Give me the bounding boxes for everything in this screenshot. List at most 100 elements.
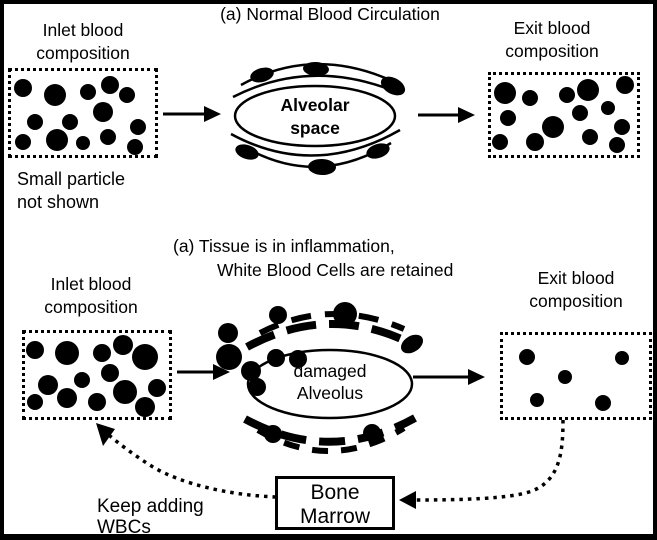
capillary-arc: [230, 128, 401, 157]
blood-cell-dot: [559, 87, 575, 103]
feedback-arrow-head: [399, 491, 416, 509]
normal-circulation-title: (a) Normal Blood Circulation: [220, 4, 440, 24]
blood-cell-dot: [264, 425, 282, 443]
blood-cell-dot: [615, 351, 629, 365]
inflammation-title-line2: White Blood Cells are retained: [217, 260, 454, 280]
blood-cell-dot: [148, 379, 166, 397]
retained-white-blood-cells: [216, 302, 424, 443]
blood-cell-dot: [113, 380, 137, 404]
blood-cell-dot: [269, 306, 287, 324]
flow-arrow-head: [204, 106, 221, 122]
blood-cell-dot: [609, 137, 625, 153]
blood-cell-dot: [366, 143, 390, 159]
blood-cell-dot: [582, 129, 598, 145]
bone-marrow-label-line1: Bone: [310, 481, 360, 504]
blood-cell-dot: [530, 393, 544, 407]
blood-cell-dot: [218, 323, 238, 343]
blood-cell-dot: [93, 344, 111, 362]
top-exit-label-line2: composition: [505, 41, 599, 61]
bone-marrow-label-line2: Marrow: [299, 505, 370, 528]
blood-cell-dot: [119, 87, 135, 103]
top-inlet-label-line2: composition: [36, 43, 130, 63]
broken-wall-arc: [243, 414, 417, 446]
blood-cell-dot: [44, 84, 66, 106]
blood-cell-dot: [14, 79, 32, 97]
flow-arrow-head: [468, 369, 485, 385]
damaged-capillary-walls: [243, 310, 417, 454]
blood-cell-dot: [46, 129, 68, 151]
blood-cell-dot: [88, 393, 106, 411]
blood-cell-dot: [616, 76, 634, 94]
top-exit-composition-box: [488, 72, 640, 158]
blood-cell-dot: [27, 114, 43, 130]
blood-cell-dot: [55, 341, 79, 365]
blood-cell-dot: [380, 76, 406, 96]
blood-cell-dot: [132, 344, 158, 370]
bone-marrow-to-inlet-dotted-curve: [102, 429, 277, 499]
blood-cell-dot: [526, 133, 544, 151]
keep-adding-wbcs-line2: WBCs: [97, 517, 151, 538]
feedback-arrow-head: [96, 423, 115, 446]
top-inlet-label: Inlet blood composition: [8, 19, 158, 65]
damaged-alveolus-label-line2: Alveolus: [296, 383, 364, 403]
bottom-inlet-composition-box: [22, 330, 172, 420]
broken-wall-arc: [258, 310, 406, 336]
blood-cell-dot: [303, 61, 329, 77]
small-particle-note-line1: Small particle: [17, 169, 126, 189]
blood-cell-dot: [15, 134, 31, 150]
bottom-inlet-label-line2: composition: [44, 297, 138, 317]
bone-marrow-box: Bone Marrow: [275, 476, 395, 530]
blood-cell-dot: [492, 134, 508, 150]
alveolar-space-label-line2: space: [290, 118, 340, 138]
damaged-alveolus-label-line1: damaged: [293, 361, 367, 381]
blood-cell-dot: [577, 79, 599, 101]
blood-cell-dot: [542, 116, 564, 138]
blood-cell-dot: [363, 424, 381, 442]
blood-cell-dot: [80, 84, 96, 100]
top-inlet-label-line1: Inlet blood: [42, 20, 124, 40]
blood-cell-dot: [93, 102, 113, 122]
blood-cell-dot: [135, 397, 155, 417]
blood-cell-dot: [38, 375, 58, 395]
feedback-arrows: [96, 419, 565, 509]
bottom-inlet-label: Inlet blood composition: [15, 273, 167, 319]
bottom-exit-composition-box: [500, 332, 652, 420]
blood-cell-dot: [216, 344, 242, 370]
inflammation-title: (a) Tissue is in inflammation, White Blo…: [173, 234, 453, 282]
blood-cell-dot: [101, 364, 119, 382]
blood-cell-dot: [241, 361, 261, 381]
blood-cell-dot: [400, 334, 424, 354]
exit-to-bone-marrow-dotted-curve: [412, 419, 565, 502]
inflammation-title-line1: (a) Tissue is in inflammation,: [173, 236, 395, 256]
blood-cell-dot: [235, 144, 259, 160]
alveolar-space-label: Alveolar space: [235, 94, 395, 140]
damaged-alveolus-label: damaged Alveolus: [250, 360, 410, 404]
blood-cell-dot: [27, 394, 43, 410]
blood-cell-dot: [57, 388, 77, 408]
normal-wall-blood-cells: [235, 61, 406, 176]
blood-cell-dot: [101, 76, 119, 94]
top-inlet-composition-box: [8, 68, 158, 158]
blood-cell-dot: [26, 341, 44, 359]
flow-arrow-head: [458, 107, 475, 123]
blood-cell-dot: [572, 105, 588, 121]
blood-cell-dot: [333, 302, 357, 326]
blood-cell-dot: [267, 349, 285, 367]
blood-cell-dot: [130, 119, 146, 135]
bottom-exit-label-line1: Exit blood: [537, 268, 615, 288]
blood-cell-dot: [494, 82, 516, 104]
small-particle-note: Small particle not shown: [17, 168, 125, 214]
blood-cell-dot: [74, 372, 90, 388]
blood-cell-dot: [595, 395, 611, 411]
blood-cell-dot: [127, 139, 143, 155]
blood-cell-dot: [522, 90, 538, 106]
blood-cell-dot: [500, 110, 516, 126]
blood-cell-dot: [614, 119, 630, 135]
bottom-exit-label: Exit blood composition: [500, 267, 652, 313]
blood-cell-dot: [289, 350, 307, 368]
bottom-inlet-label-line1: Inlet blood: [50, 274, 132, 294]
broken-wall-arc: [245, 320, 416, 351]
top-exit-label-line1: Exit blood: [513, 18, 591, 38]
